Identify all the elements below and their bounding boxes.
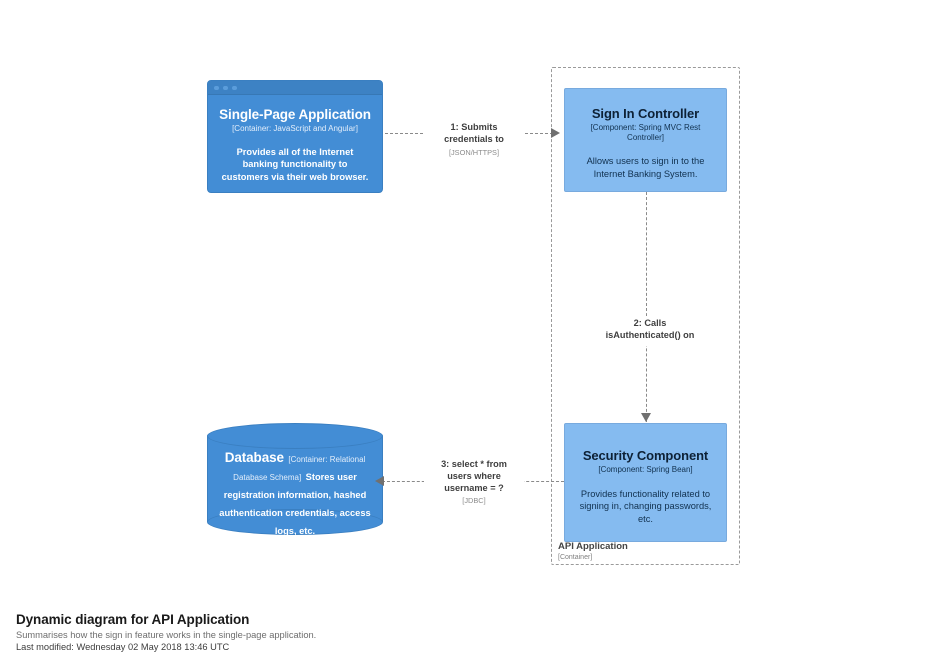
element-type: [Container: JavaScript and Angular] (232, 124, 358, 133)
browser-dot-icon (223, 85, 228, 90)
relationship-technology: [JDBC] (462, 496, 486, 506)
relationship-2-line (646, 192, 647, 422)
browser-dot-icon (214, 85, 219, 90)
boundary-label-api-application: API Application [Container] (558, 541, 708, 563)
element-database[interactable]: Database [Container: Relational Database… (207, 423, 383, 536)
relationship-3-label: 3: select * from users where username = … (424, 457, 524, 508)
relationship-3-arrowhead (375, 476, 384, 486)
relationship-2-arrowhead (641, 413, 651, 422)
element-description: Allows users to sign in to the Internet … (586, 156, 705, 180)
element-security-component[interactable]: Security Component [Component: Spring Be… (564, 423, 727, 542)
diagram-last-modified: Last modified: Wednesday 02 May 2018 13:… (16, 642, 230, 652)
element-single-page-application[interactable]: Single-Page Application [Container: Java… (207, 80, 383, 193)
diagram-subtitle: Summarises how the sign in feature works… (16, 630, 317, 640)
element-sign-in-controller[interactable]: Sign In Controller [Component: Spring MV… (564, 88, 727, 192)
relationship-2-label: 2: Calls isAuthenticated() on (597, 316, 703, 346)
cylinder-shape (207, 423, 383, 536)
element-database-content: Database [Container: Relational Database… (207, 423, 383, 536)
boundary-api-application (551, 67, 740, 565)
element-description: Provides all of the Internet banking fun… (221, 146, 369, 183)
element-description: Stores user registration information, ha… (219, 472, 371, 536)
relationship-description: 2: Calls isAuthenticated() on (605, 318, 695, 340)
cylinder-top-ellipse (207, 423, 383, 449)
relationship-technology: [JSON/HTTPS] (448, 147, 500, 157)
relationship-description: 1: Submits credentials to (444, 122, 504, 144)
diagram-title: Dynamic diagram for API Application (16, 612, 250, 627)
boundary-type: [Container] (558, 553, 593, 561)
element-title: Sign In Controller (591, 106, 700, 121)
browser-dot-icon (232, 85, 237, 90)
element-title: Security Component (582, 448, 709, 463)
element-title: Single-Page Application (219, 107, 371, 122)
browser-chrome-bar (208, 81, 382, 95)
relationship-1-arrowhead (551, 128, 560, 138)
element-title: Database (224, 450, 284, 465)
boundary-name: API Application (558, 541, 628, 552)
cylinder-bottom-ellipse (207, 509, 383, 535)
element-description: Provides functionality related to signin… (579, 488, 712, 525)
element-type: [Component: Spring Bean] (598, 465, 693, 474)
relationship-1-label: 1: Submits credentials to [JSON/HTTPS] (424, 120, 524, 159)
relationship-description: 3: select * from users where username = … (441, 459, 507, 493)
element-type: [Component: Spring MVC Rest Controller] (590, 123, 701, 142)
element-type: [Container: Relational Database Schema] (233, 455, 366, 482)
diagram-footer: Dynamic diagram for API Application Summ… (16, 612, 516, 652)
